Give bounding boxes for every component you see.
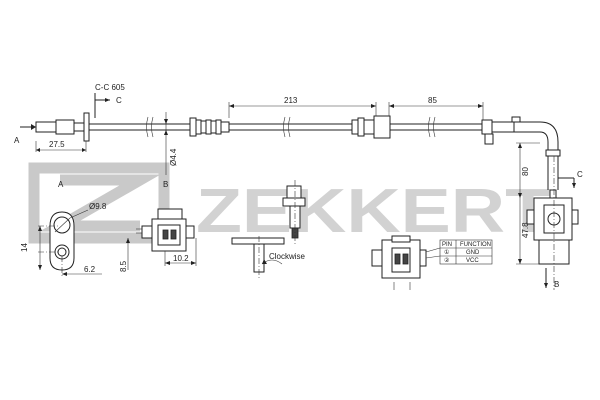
dim-dia-4-4: Ø4.4: [169, 148, 178, 166]
table-cell-function-2: VCC: [466, 258, 479, 264]
clockwise-label: Clockwise: [269, 252, 306, 261]
cable-side-view: [20, 112, 579, 290]
cable-clip-2: [481, 119, 493, 135]
connector-side-view: [526, 156, 579, 290]
dim-6-2: 6.2: [84, 265, 96, 274]
sensor-rotation-detail: Clockwise: [231, 180, 306, 278]
logo-frame: [28, 162, 170, 244]
dim-8-5: 8.5: [119, 260, 128, 272]
brand-logo: ZEKKERT: [28, 162, 551, 246]
sensor-collar: [73, 122, 85, 132]
table-cell-pin-2: ②: [444, 257, 450, 264]
dim-dia-9-8: Ø9.8: [89, 202, 107, 211]
cable-clip: [351, 115, 391, 139]
dim-47-8: 47.8: [521, 222, 530, 238]
view-a-label: A: [58, 180, 64, 189]
mounting-flange: [83, 112, 90, 142]
main-dimensions: C-C 605 C A 27.5 213 85 Ø4.4: [14, 83, 583, 289]
pin-function-table: PIN FUNCTION ① GND ② VCC: [439, 239, 493, 265]
view-b-arrow-label: B: [554, 280, 559, 289]
sensor-tip: [35, 121, 57, 133]
connector-pinout: [371, 235, 441, 290]
dim-213: 213: [284, 96, 298, 105]
dim-85: 85: [428, 96, 437, 105]
logo-wordmark: ZEKKERT: [196, 177, 551, 246]
table-header-function: FUNCTION: [460, 242, 491, 248]
table-header-pin: PIN: [442, 242, 452, 248]
dim-14: 14: [20, 243, 29, 252]
dim-80: 80: [521, 167, 530, 176]
cable-grommet: [189, 117, 230, 137]
view-a-arrow-label: A: [14, 136, 20, 145]
dim-27-5: 27.5: [49, 140, 65, 149]
section-c-right-label: C: [577, 170, 583, 179]
logo-z-mark: [39, 174, 161, 232]
cable-elbow: [514, 121, 559, 190]
view-b-label: B: [163, 180, 168, 189]
section-c-top-label: C: [116, 96, 122, 105]
section-cc-label: C-C 605: [95, 83, 125, 92]
view-b-connector: B 8.5 10.2: [119, 180, 197, 272]
table-cell-pin-1: ①: [444, 249, 449, 256]
arrow-a-head: [31, 124, 36, 130]
sensor-body: [55, 119, 75, 135]
dim-10-2: 10.2: [173, 254, 189, 263]
view-a-flange: A Ø9.8 14 6.2: [20, 180, 107, 278]
table-cell-function-1: GND: [466, 250, 480, 256]
